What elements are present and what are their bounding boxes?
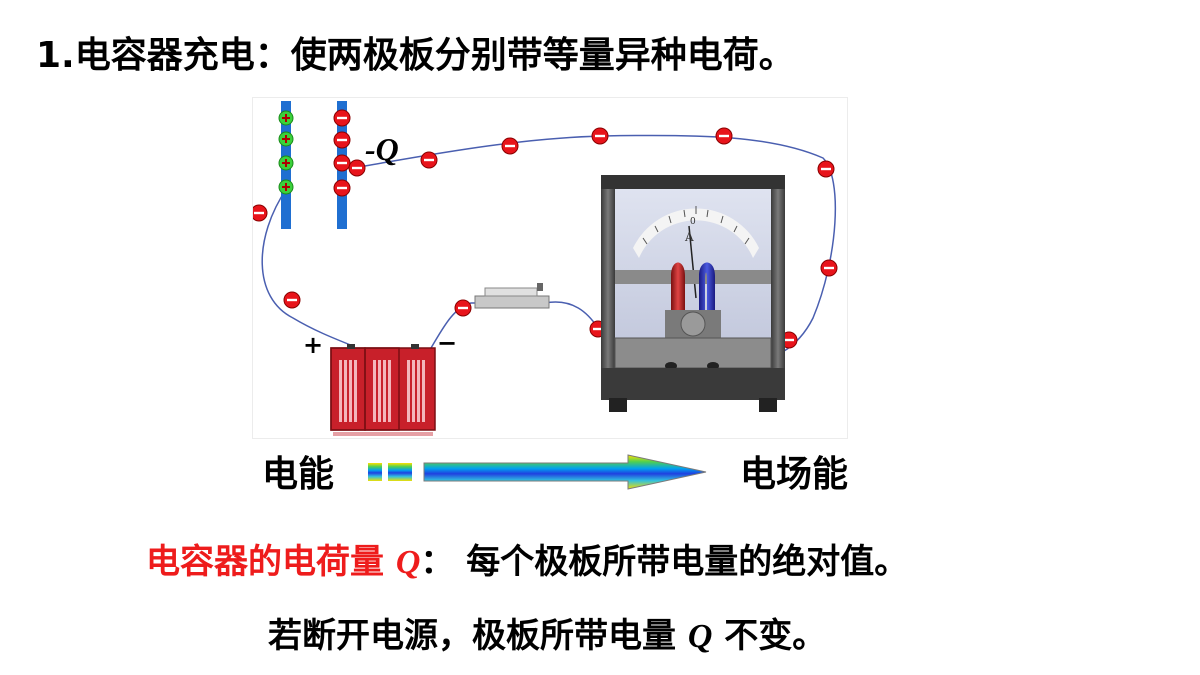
charge-definition: 电容器的电荷量 Q： 每个极板所带电量的绝对值。 [146, 534, 908, 583]
definition-symbol: Q [395, 544, 421, 581]
definition-text: 每个极板所带电量的绝对值。 [466, 542, 909, 582]
definition-colon: ： [420, 542, 455, 582]
slide-title: 1.电容器充电：使两极板分别带等量异种电荷。 [36, 35, 795, 76]
negative-charge-label: -Q [365, 131, 399, 167]
switch-icon [474, 283, 550, 309]
meter-unit-label: A [684, 230, 694, 244]
wire-top [352, 134, 837, 367]
note-after: 不变。 [724, 616, 827, 656]
battery-icon [330, 344, 436, 436]
note-symbol: Q [687, 618, 713, 655]
battery-negative-label: − [437, 329, 457, 357]
capacitor-charging-diagram: +Q -Q + − 0 A [252, 97, 848, 439]
circuit-svg: +Q -Q + − 0 A [253, 101, 838, 436]
meter-zero-label: 0 [690, 217, 696, 227]
electric-field-energy-label: 电场能 [740, 454, 849, 495]
negative-charges [253, 109, 838, 372]
wire-left [261, 187, 354, 347]
positive-charges [278, 110, 294, 195]
disconnect-note: 若断开电源，极板所带电量 Q 不变。 [268, 608, 826, 657]
note-before: 若断开电源，极板所带电量 [268, 616, 676, 656]
definition-term: 电容器的电荷量 [146, 542, 384, 582]
energy-conversion-row: 电能 电场能 [0, 440, 1200, 500]
ammeter-icon [601, 175, 785, 412]
battery-positive-label: + [303, 331, 323, 359]
wire-bottom [430, 302, 483, 349]
energy-arrow-icon [368, 454, 707, 490]
electric-energy-label: 电能 [262, 454, 335, 495]
